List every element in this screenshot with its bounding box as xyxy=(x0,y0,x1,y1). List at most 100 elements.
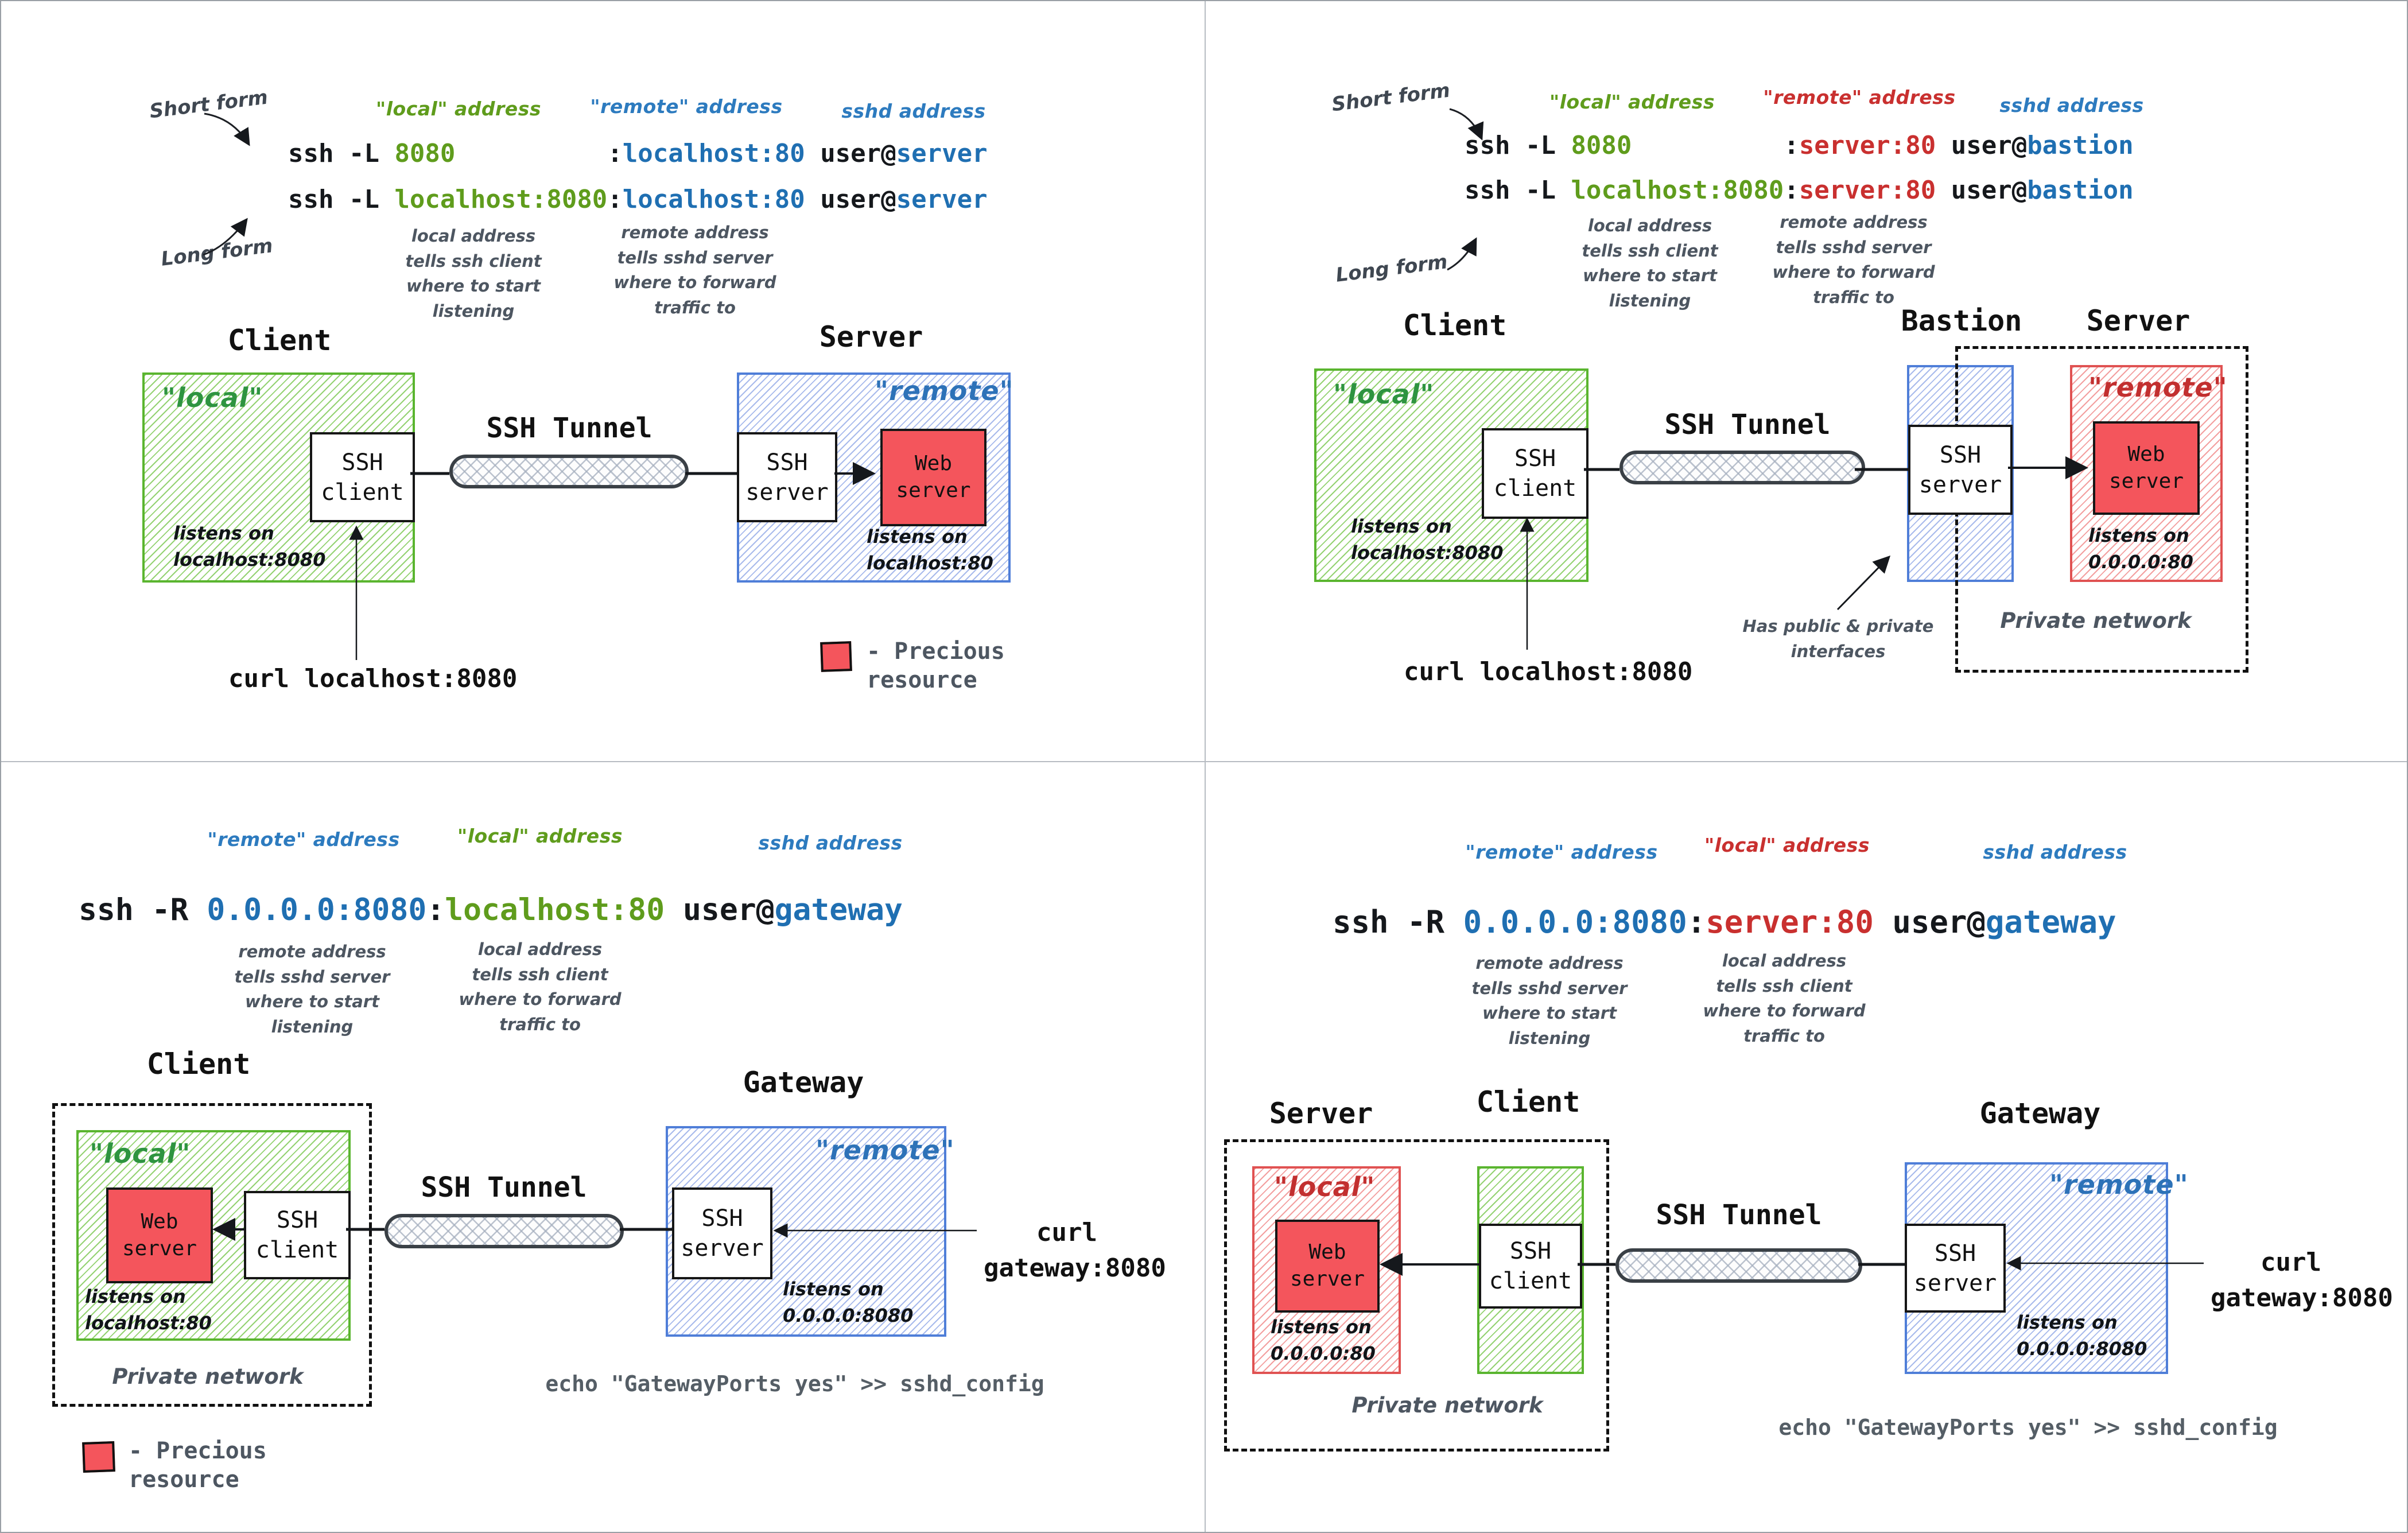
gateway-remote-zone xyxy=(666,1126,946,1337)
short-form-label: Short form xyxy=(148,86,269,123)
local-address-label: "local" address xyxy=(1704,834,1870,856)
ssh-client-node: SSH client xyxy=(310,432,415,522)
remote-address-label: "remote" address xyxy=(590,95,783,118)
ssh-client-node: SSH client xyxy=(244,1191,351,1279)
remote-address-label: "remote" address xyxy=(1465,841,1658,863)
curl-command: curl localhost:8080 xyxy=(228,664,518,693)
local-address-note: local address tells ssh client where to … xyxy=(1582,216,1718,311)
private-network-label: Private network xyxy=(112,1364,304,1389)
precious-resource-swatch xyxy=(82,1441,115,1473)
sshd-address-label: sshd address xyxy=(1999,94,2144,117)
local-tag: "local" xyxy=(90,1138,191,1169)
ssh-tunnel-pipe xyxy=(449,455,689,488)
local-address-note: local address tells ssh client where to … xyxy=(405,226,542,321)
server-title: Server xyxy=(2086,304,2190,337)
long-form-label: Long form xyxy=(160,234,274,271)
remote-address-note: remote address tells sshd server where t… xyxy=(613,223,776,317)
quadrant-local-forward: Short form Long form "local" address "re… xyxy=(1,1,1204,766)
local-tag: "local" xyxy=(1274,1171,1376,1202)
ssh-tunnel-label: SSH Tunnel xyxy=(421,1171,587,1204)
ssh-tunnel-label: SSH Tunnel xyxy=(1656,1199,1822,1231)
curl-command: curl localhost:8080 xyxy=(1404,657,1693,686)
server-listens-label: listens on 0.0.0.0:80 xyxy=(2088,525,2193,573)
remote-tag: "remote" xyxy=(2088,372,2228,403)
private-network-label: Private network xyxy=(2000,608,2192,633)
server-title: Server xyxy=(1269,1097,1373,1130)
private-network-label: Private network xyxy=(1351,1393,1543,1418)
command-short-form: ssh -L 8080 :localhost:80 user@server xyxy=(288,139,988,168)
ssh-client-node: SSH client xyxy=(1479,1224,1582,1309)
quadrant-bastion-forward: Short form Long form "local" address "re… xyxy=(1206,1,2408,766)
web-server-node: Web server xyxy=(1275,1220,1380,1313)
remote-address-note: remote address tells sshd server where t… xyxy=(1471,953,1628,1048)
bastion-title: Bastion xyxy=(1901,304,2022,337)
curl-command: curl gateway:8080 xyxy=(2211,1248,2393,1313)
remote-tag: "remote" xyxy=(815,1135,955,1166)
local-address-note: local address tells ssh client where to … xyxy=(459,940,622,1034)
remote-address-note: remote address tells sshd server where t… xyxy=(1772,212,1935,307)
web-listens-label: listens on localhost:80 xyxy=(85,1286,212,1334)
legend-label: - Precious resource xyxy=(867,638,1005,693)
has-public-private-note: Has public & private interfaces xyxy=(1742,616,1934,661)
command: ssh -R 0.0.0.0:8080:server:80 user@gatew… xyxy=(1333,904,2116,940)
local-address-label: "local" address xyxy=(376,98,541,120)
web-server-node: Web server xyxy=(2093,421,2200,515)
client-title: Client xyxy=(1476,1085,1580,1119)
short-form-label: Short form xyxy=(1330,79,1451,117)
gateway-listens-label: listens on 0.0.0.0:8080 xyxy=(783,1278,914,1327)
ssh-server-node: SSH server xyxy=(1905,1224,2006,1313)
remote-tag: "remote" xyxy=(2049,1169,2189,1200)
quadrant-remote-forward: "remote" address "local" address sshd ad… xyxy=(1,767,1204,1532)
sshd-address-label: sshd address xyxy=(841,100,986,122)
ssh-tunnel-pipe xyxy=(384,1214,624,1248)
server-listens-label: listens on localhost:80 xyxy=(867,526,993,575)
ssh-server-node: SSH server xyxy=(1908,425,2013,515)
ssh-server-node: SSH server xyxy=(737,432,837,522)
local-tag: "local" xyxy=(1333,379,1435,410)
client-listens-label: listens on localhost:8080 xyxy=(1351,515,1504,564)
ssh-server-node: SSH server xyxy=(672,1187,772,1279)
client-local-zone xyxy=(142,372,415,583)
client-title: Client xyxy=(1403,309,1507,342)
local-address-label: "local" address xyxy=(457,825,623,847)
client-listens-label: listens on localhost:8080 xyxy=(173,522,326,571)
private-network-fence xyxy=(52,1103,372,1407)
web-server-node: Web server xyxy=(880,429,986,526)
sshd-config-note: echo "GatewayPorts yes" >> sshd_config xyxy=(1778,1415,2278,1440)
quadrant-remote-forward-private: "remote" address "local" address sshd ad… xyxy=(1206,767,2408,1532)
ssh-tunnel-label: SSH Tunnel xyxy=(1664,409,1831,441)
curl-command: curl gateway:8080 xyxy=(984,1218,1166,1283)
web-listens-label: listens on 0.0.0.0:80 xyxy=(1271,1316,1376,1365)
command-short-form: ssh -L 8080 :server:80 user@bastion xyxy=(1465,131,2134,160)
local-address-label: "local" address xyxy=(1549,91,1715,113)
server-title: Server xyxy=(819,320,923,354)
local-address-note: local address tells ssh client where to … xyxy=(1703,951,1866,1046)
gateway-listens-label: listens on 0.0.0.0:8080 xyxy=(2017,1311,2147,1360)
web-server-node: Web server xyxy=(106,1187,213,1283)
remote-tag: "remote" xyxy=(875,375,1014,406)
gateway-title: Gateway xyxy=(743,1066,864,1099)
command-long-form: ssh -L localhost:8080:server:80 user@bas… xyxy=(1465,176,2134,205)
remote-address-label: "remote" address xyxy=(207,828,400,851)
sshd-config-note: echo "GatewayPorts yes" >> sshd_config xyxy=(545,1371,1044,1396)
client-title: Client xyxy=(227,324,332,357)
vertical-divider xyxy=(1205,1,1206,1532)
command: ssh -R 0.0.0.0:8080:localhost:80 user@ga… xyxy=(79,892,903,927)
sshd-address-label: sshd address xyxy=(1983,841,2127,863)
precious-resource-swatch xyxy=(820,641,852,672)
sshd-address-label: sshd address xyxy=(758,832,903,854)
ssh-tunnel-pipe xyxy=(1619,451,1865,484)
ssh-tunnel-label: SSH Tunnel xyxy=(486,412,653,444)
long-form-label: Long form xyxy=(1334,250,1449,287)
command-long-form: ssh -L localhost:8080:localhost:80 user@… xyxy=(288,185,988,214)
ssh-client-node: SSH client xyxy=(1482,428,1588,519)
private-network-fence xyxy=(1224,1139,1609,1452)
remote-address-label: "remote" address xyxy=(1763,86,1956,108)
ssh-tunnel-pipe xyxy=(1615,1248,1862,1283)
legend-label: - Precious resource xyxy=(129,1438,267,1493)
remote-address-note: remote address tells sshd server where t… xyxy=(234,942,390,1037)
horizontal-divider xyxy=(1,761,2407,762)
client-title: Client xyxy=(146,1047,251,1081)
local-tag: "local" xyxy=(162,382,263,413)
